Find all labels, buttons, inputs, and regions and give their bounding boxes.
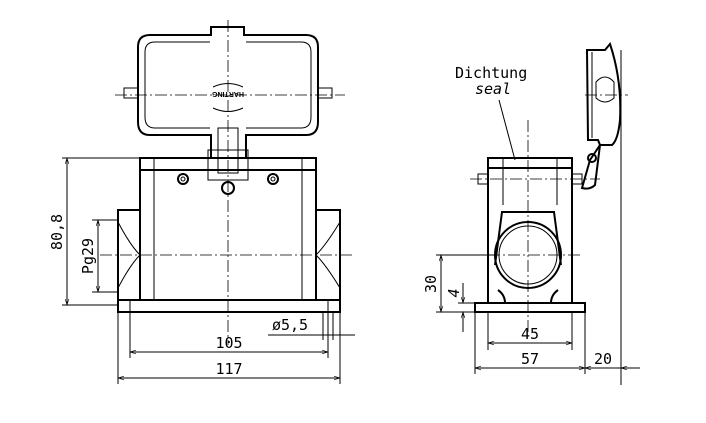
label-dichtung: Dichtung (455, 64, 527, 82)
dim-side-height: 30 (422, 275, 440, 293)
label-seal: seal (475, 80, 511, 98)
seal-leader (498, 99, 516, 161)
front-view: HARTING (100, 20, 355, 345)
front-dimensions: 80,8 Pg29 105 117 ø5,5 (48, 158, 355, 384)
dim-hole-diameter: ø5,5 (272, 316, 308, 334)
dim-base-width-front: 117 (215, 360, 242, 378)
dim-base-width-side: 57 (521, 350, 539, 368)
dim-thread: Pg29 (79, 238, 97, 274)
side-view: Dichtung seal (455, 41, 628, 335)
dim-lid-offset: 20 (594, 350, 612, 368)
side-lid (580, 41, 622, 190)
dim-height: 80,8 (48, 214, 66, 250)
dim-base-thickness: 4 (445, 288, 463, 297)
dim-hole-spacing-side: 45 (521, 325, 539, 343)
svg-text:HARTING: HARTING (212, 90, 244, 97)
dim-hole-spacing-front: 105 (215, 334, 242, 352)
side-dimensions: 30 4 45 57 20 (422, 50, 640, 385)
